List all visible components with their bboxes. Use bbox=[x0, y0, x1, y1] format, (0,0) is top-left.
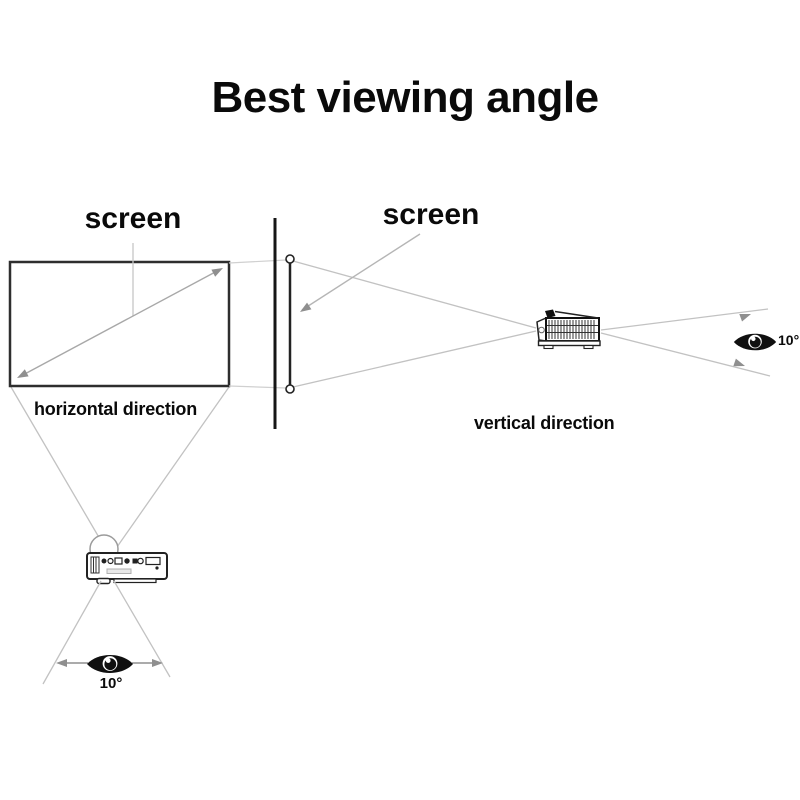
projection-line-left bbox=[10, 386, 105, 547]
viewing-cone-top bbox=[600, 308, 769, 331]
screen-label-pointer-arrow bbox=[301, 233, 421, 311]
viewing-angle-value-vertical: 10° bbox=[778, 332, 800, 348]
horizontal-direction-caption: horizontal direction bbox=[34, 399, 198, 419]
eye-icon bbox=[733, 333, 777, 351]
viewing-cone-left bbox=[42, 580, 102, 685]
screen-end-bottom bbox=[285, 384, 295, 394]
screen-label-horizontal: screen bbox=[84, 202, 182, 235]
arrowhead-icon bbox=[152, 659, 163, 667]
viewing-cone-right bbox=[113, 580, 171, 678]
vertical-diagram bbox=[228, 218, 777, 429]
connector-top bbox=[228, 259, 287, 264]
page-title: Best viewing angle bbox=[211, 73, 599, 122]
arrowhead-icon bbox=[739, 314, 751, 322]
arrowhead-icon bbox=[211, 268, 223, 277]
projection-line-top bbox=[292, 260, 537, 329]
eye-icon bbox=[87, 655, 133, 673]
projection-line-right bbox=[116, 386, 230, 548]
screen-end-top bbox=[285, 254, 295, 264]
projector-top-view bbox=[86, 534, 168, 585]
screen-label-vertical: screen bbox=[382, 198, 480, 231]
projection-line-bottom bbox=[292, 330, 537, 388]
connector-bottom bbox=[228, 385, 287, 389]
projector-handle bbox=[545, 309, 556, 318]
arrowhead-icon bbox=[56, 659, 67, 667]
projector-side-view bbox=[536, 309, 601, 350]
arrowhead-icon bbox=[17, 369, 29, 378]
vertical-direction-caption: vertical direction bbox=[474, 413, 615, 433]
viewing-angle-value-horizontal: 10° bbox=[99, 675, 123, 692]
horizontal-diagram bbox=[8, 243, 231, 685]
arrowhead-icon bbox=[733, 358, 745, 367]
arrowhead-icon bbox=[300, 302, 312, 312]
screen-diagonal-arrow bbox=[20, 269, 220, 377]
viewing-cone-bottom bbox=[600, 332, 771, 377]
